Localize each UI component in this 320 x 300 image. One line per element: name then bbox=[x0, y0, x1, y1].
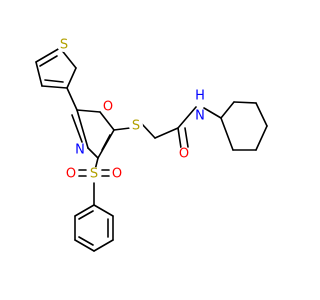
amide-nitrogen-label: N bbox=[195, 109, 205, 124]
thioether-sulfur-label: S bbox=[132, 119, 140, 134]
molecule-drawing: S O N S N H O S O O bbox=[35, 38, 268, 252]
thiophene-sulfur-label: S bbox=[60, 38, 68, 53]
oxazole-oxygen-label: O bbox=[103, 100, 113, 115]
atom-labels: S O N S N H O S O O bbox=[57, 38, 207, 182]
amide-hydrogen-label: H bbox=[195, 89, 205, 104]
oxazole-nitrogen-label: N bbox=[75, 143, 85, 158]
thiophene-ring bbox=[35, 47, 77, 89]
cyclohexane-ring bbox=[220, 101, 268, 151]
oxazole-ring bbox=[71, 109, 115, 159]
molecule-svg: S O N S N H O S O O bbox=[35, 38, 268, 252]
carbonyl-oxygen-label: O bbox=[179, 147, 189, 162]
phenyl-ring bbox=[74, 204, 114, 252]
c5-thioether-bond bbox=[113, 127, 131, 131]
sulfonyl-sulfur-label: S bbox=[90, 167, 98, 182]
sulfonyl-bonds bbox=[78, 169, 110, 177]
acetamide-chain bbox=[141, 106, 222, 149]
sulfonyl-oxygen-left-label: O bbox=[66, 167, 76, 182]
sulfonyl-oxygen-right-label: O bbox=[112, 167, 122, 182]
thiophene-oxazole-bond bbox=[66, 87, 78, 111]
